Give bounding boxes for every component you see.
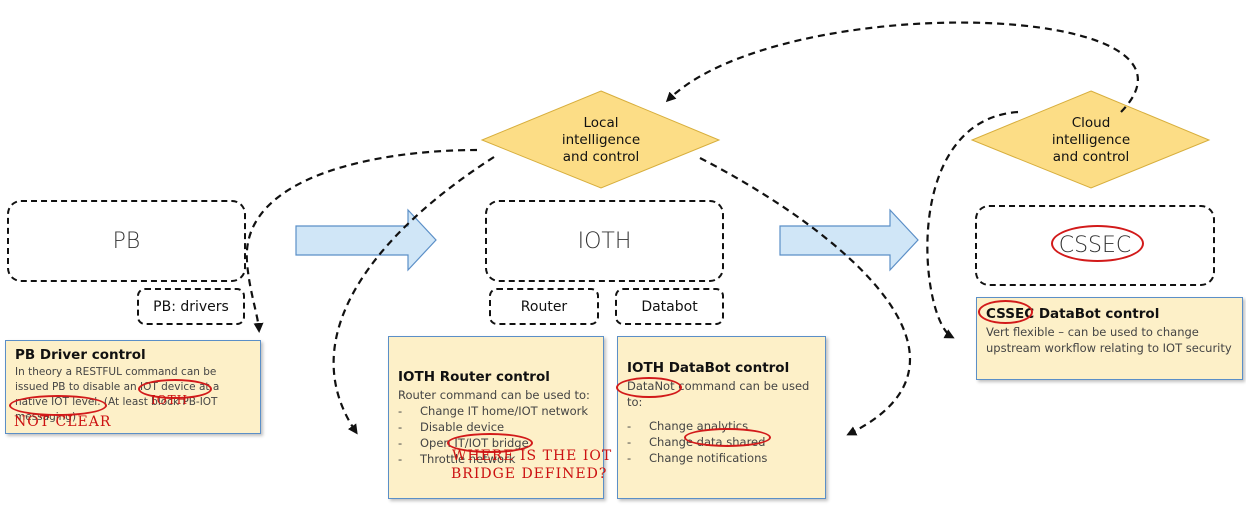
annotation-circle-cssec-node: [1051, 225, 1144, 262]
list-item: -Throttle network: [398, 452, 516, 466]
annotation-bridge-question-1: WHERE IS THE IOT: [452, 448, 613, 464]
cloud-intelligence-diamond: [970, 90, 1211, 189]
annotation-circle-iot-level: [9, 395, 107, 416]
ioth-node-label: IOTH: [577, 228, 632, 254]
pb-driver-note-title: PB Driver control: [15, 347, 146, 363]
ioth-router-note-intro: Router command can be used to:: [398, 388, 590, 402]
ioth-router-note: IOTH Router control Router command can b…: [388, 336, 604, 499]
router-label: Router: [520, 298, 568, 315]
ioth-databot-note-title: IOTH DataBot control: [627, 360, 790, 376]
annotation-bridge-question-2: BRIDGE DEFINED?: [451, 466, 608, 482]
annotation-ioth-scribble: IOTH: [151, 393, 189, 407]
local-intelligence-label: Local intelligence and control: [561, 115, 641, 165]
ioth-node: IOTH: [485, 200, 724, 282]
ioth-databot-note: IOTH DataBot control DataNot command can…: [617, 336, 826, 499]
list-item: -Change notifications: [627, 451, 768, 465]
databot-label: Databot: [641, 298, 698, 315]
list-item: -Disable device: [398, 420, 505, 434]
flow-arrow-ioth-to-cssec: [779, 208, 919, 272]
list-item: -Change IT home/IOT network: [398, 404, 589, 418]
list-item-label: Change notifications: [649, 451, 768, 465]
connector-local-to-pb: [245, 148, 478, 333]
pb-drivers-label: PB: drivers: [153, 298, 229, 315]
router-node: Router: [489, 288, 599, 325]
connector-local-to-databot-note: [699, 157, 912, 436]
databot-node: Databot: [615, 288, 724, 325]
list-item-label: Throttle network: [420, 452, 516, 466]
connector-cloud-to-cssec-note: [926, 110, 1019, 339]
annotation-circle-data-shared: [684, 428, 771, 447]
ioth-router-note-list: -Change IT home/IOT network -Disable dev…: [398, 403, 594, 467]
ioth-router-note-title: IOTH Router control: [398, 369, 550, 385]
annotation-circle-iot-bridge: [447, 433, 533, 453]
annotation-not-clear: NOT CLEAR: [14, 414, 112, 430]
annotation-circle-iot-device: [138, 379, 212, 399]
connector-cloud-to-local: [665, 21, 1139, 113]
annotation-circle-cssec-note: [978, 300, 1033, 324]
local-intelligence-diamond: [480, 90, 721, 189]
connector-local-to-router-note: [332, 156, 495, 435]
pb-node: PB: [7, 200, 246, 282]
pb-node-label: PB: [112, 228, 141, 254]
list-item-label: Disable device: [420, 420, 505, 434]
annotation-circle-datanot: [616, 377, 682, 398]
cloud-intelligence-label: Cloud intelligence and control: [1051, 115, 1131, 165]
pb-drivers-node: PB: drivers: [137, 288, 245, 325]
list-item-label: Change IT home/IOT network: [420, 404, 589, 418]
flow-arrow-pb-to-ioth: [295, 208, 437, 272]
cssec-databot-note-body: Vert flexible – can be used to change up…: [986, 325, 1232, 355]
